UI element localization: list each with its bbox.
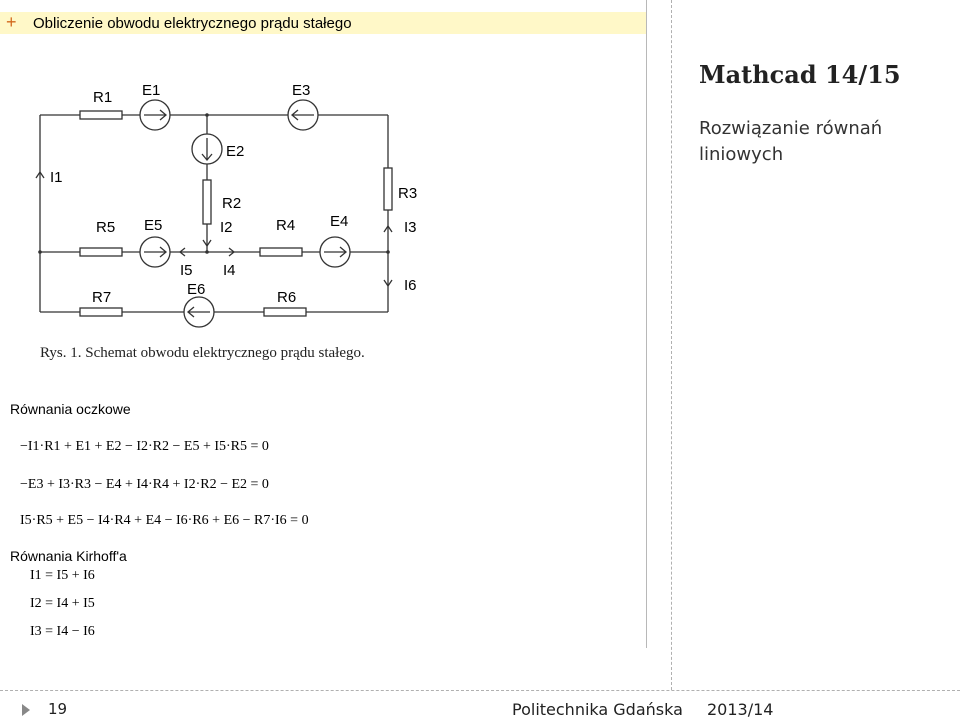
label-e4: E4: [330, 213, 348, 230]
page-number: 19: [48, 700, 68, 718]
label-r1: R1: [93, 89, 112, 106]
label-i4: I4: [223, 262, 236, 279]
document-border: [646, 0, 647, 648]
circuit-diagram: R1 E1 E3 E2 I1 R3 R2 I2 R4 E4 I3 R5 E5 I…: [35, 82, 417, 328]
label-e6: E6: [187, 281, 205, 298]
label-i5: I5: [180, 262, 193, 279]
kirchhoff-equation-3[interactable]: I3 = I4 − I6: [30, 624, 95, 639]
label-e1: E1: [142, 82, 160, 99]
label-r4: R4: [276, 217, 295, 234]
label-r7: R7: [92, 289, 111, 306]
slide-vertical-divider: [671, 0, 672, 690]
slide-subtitle: Rozwiązanie równań liniowych: [699, 118, 883, 165]
label-i2: I2: [220, 219, 233, 236]
label-r3: R3: [398, 185, 417, 202]
loop-equation-1[interactable]: −I1·R1 + E1 + E2 − I2·R2 − E5 + I5·R5 = …: [20, 439, 269, 454]
label-i1: I1: [50, 169, 63, 186]
label-e3: E3: [292, 82, 310, 99]
triangle-bullet-icon: [22, 704, 30, 716]
figure-caption: Rys. 1. Schemat obwodu elektrycznego prą…: [40, 345, 365, 361]
label-r6: R6: [277, 289, 296, 306]
label-i6: I6: [404, 277, 417, 294]
loop-equation-2[interactable]: −E3 + I3·R3 − E4 + I4·R4 + I2·R2 − E2 = …: [20, 477, 269, 492]
loop-section-title: Równania oczkowe: [10, 401, 131, 417]
mathcad-document: + Obliczenie obwodu elektrycznego prądu …: [0, 12, 646, 639]
plus-icon[interactable]: +: [6, 12, 17, 32]
label-r5: R5: [96, 219, 115, 236]
label-e5: E5: [144, 217, 162, 234]
region-header-bar[interactable]: [0, 12, 646, 34]
kirchhoff-equation-2[interactable]: I2 = I4 + I5: [30, 596, 95, 611]
kirchhoff-equation-1[interactable]: I1 = I5 + I6: [30, 568, 95, 583]
slide-title: Mathcad 14/15: [699, 60, 901, 89]
footer-year: 2013/14: [707, 700, 774, 719]
kirchhoff-section-title: Równania Kirhoff'a: [10, 548, 127, 564]
slide-footer-divider: [0, 690, 960, 691]
loop-equation-3[interactable]: I5·R5 + E5 − I4·R4 + E4 − I6·R6 + E6 − R…: [20, 513, 309, 528]
footer-institution: Politechnika Gdańska: [512, 700, 683, 719]
label-i3: I3: [404, 219, 417, 236]
document-header-title: Obliczenie obwodu elektrycznego prądu st…: [33, 15, 352, 32]
label-r2: R2: [222, 195, 241, 212]
label-e2: E2: [226, 143, 244, 160]
